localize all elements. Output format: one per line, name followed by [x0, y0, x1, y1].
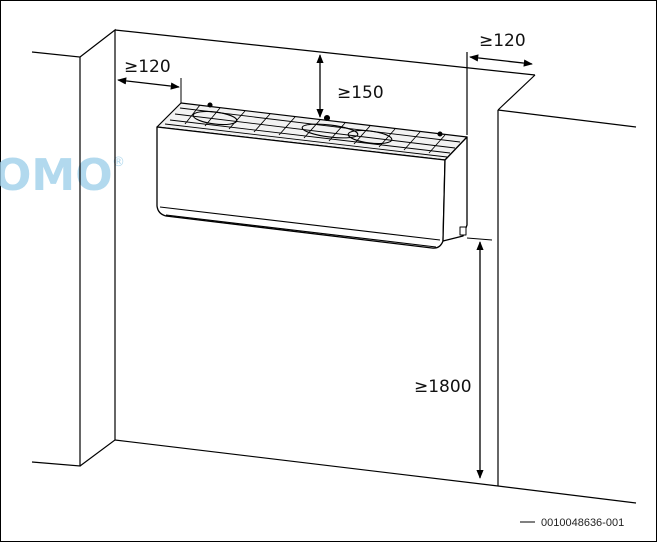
- top-clearance-label: ≥150: [337, 83, 384, 103]
- back-wall-floor-line: [114, 439, 499, 487]
- right-clearance-label: ≥120: [479, 31, 526, 51]
- right-clearance-arrow: [469, 54, 533, 67]
- floor-height-label: ≥1800: [414, 377, 472, 397]
- unit-front-face: [156, 126, 446, 249]
- watermark-registered-mark: ®: [112, 155, 125, 170]
- wall-outline: [31, 28, 637, 504]
- unit-bottom-flap: [159, 206, 441, 248]
- indoor-unit: [156, 102, 468, 249]
- unit-grille-fans: [192, 102, 443, 145]
- floor-height-extension: [466, 237, 493, 241]
- back-wall-top: [114, 29, 536, 76]
- watermark-text: OMO: [0, 150, 113, 201]
- unit-side-port: [459, 226, 467, 236]
- left-wall-edge: [31, 51, 81, 467]
- dimension-lines: [117, 54, 533, 479]
- reference-code: 0010048636-001: [541, 517, 624, 529]
- unit-grille: [164, 104, 461, 158]
- left-clearance-arrow: [117, 77, 180, 90]
- left-niche-wall: [79, 28, 116, 467]
- right-niche-top: [497, 74, 536, 111]
- right-wall-floor: [497, 485, 637, 504]
- watermark: OMO ®: [0, 150, 125, 201]
- right-wall-top: [497, 109, 637, 128]
- left-clearance-label: ≥120: [124, 57, 171, 77]
